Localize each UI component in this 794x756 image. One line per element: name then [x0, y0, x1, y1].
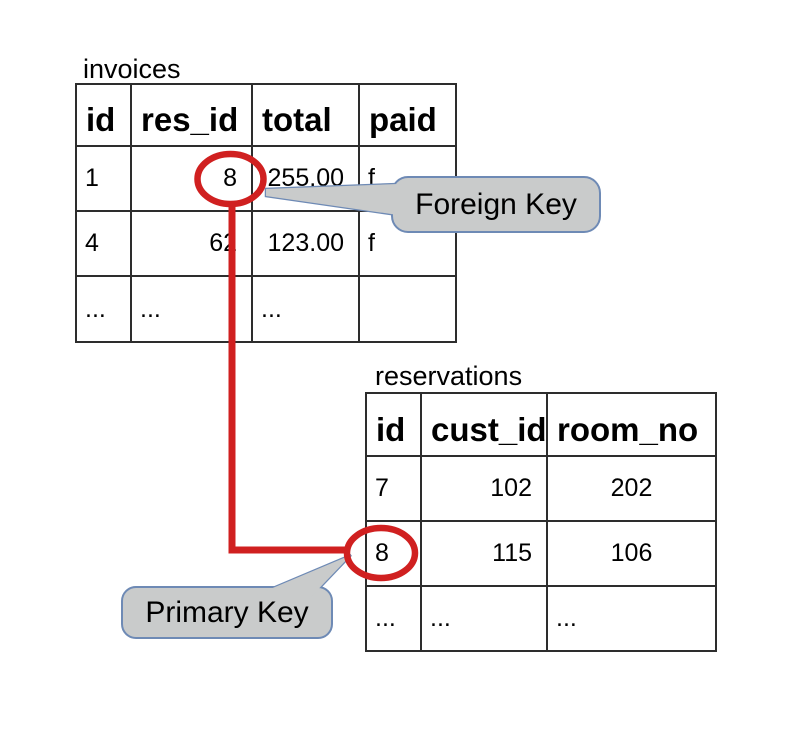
table-cell: 106: [548, 522, 715, 587]
header-cell-id: id: [367, 394, 422, 457]
reservations-table: id cust_id room_no 7 102 202 8 115 106 .…: [365, 392, 717, 652]
table-cell: 115: [422, 522, 548, 587]
foreign-key-callout-label: Foreign Key: [415, 187, 577, 221]
table-cell-primary-key-value: 8: [367, 522, 422, 587]
table-cell: ...: [556, 604, 577, 632]
table-cell: ...: [422, 587, 548, 650]
header-cell-paid: paid: [360, 85, 455, 147]
table-cell: f: [360, 212, 455, 277]
table-cell: ...: [253, 277, 360, 341]
table-cell-foreign-key-value: 8: [132, 147, 253, 212]
table-cell: 202: [548, 457, 715, 522]
header-cell-cust-id: cust_id: [422, 394, 548, 457]
table-cell: 62: [132, 212, 253, 277]
table-cell: 123.00: [253, 212, 360, 277]
header-cell-res-id: res_id: [132, 85, 253, 147]
header-cell-room-no: room_no: [548, 394, 715, 457]
table-cell: 255.00: [253, 147, 360, 212]
table-cell: 1: [77, 147, 132, 212]
table-cell: 102: [422, 457, 548, 522]
table-cell: ...: [367, 587, 422, 650]
reservations-table-title: reservations: [375, 361, 523, 391]
invoices-table-title: invoices: [83, 54, 181, 84]
table-cell: ...: [132, 277, 253, 341]
table-cell: [360, 277, 455, 341]
header-cell-total: total: [253, 85, 360, 147]
table-cell: ...: [77, 277, 132, 341]
primary-key-callout-label: Primary Key: [145, 595, 309, 629]
table-cell: 4: [77, 212, 132, 277]
header-cell-id: id: [77, 85, 132, 147]
table-cell: 7: [367, 457, 422, 522]
